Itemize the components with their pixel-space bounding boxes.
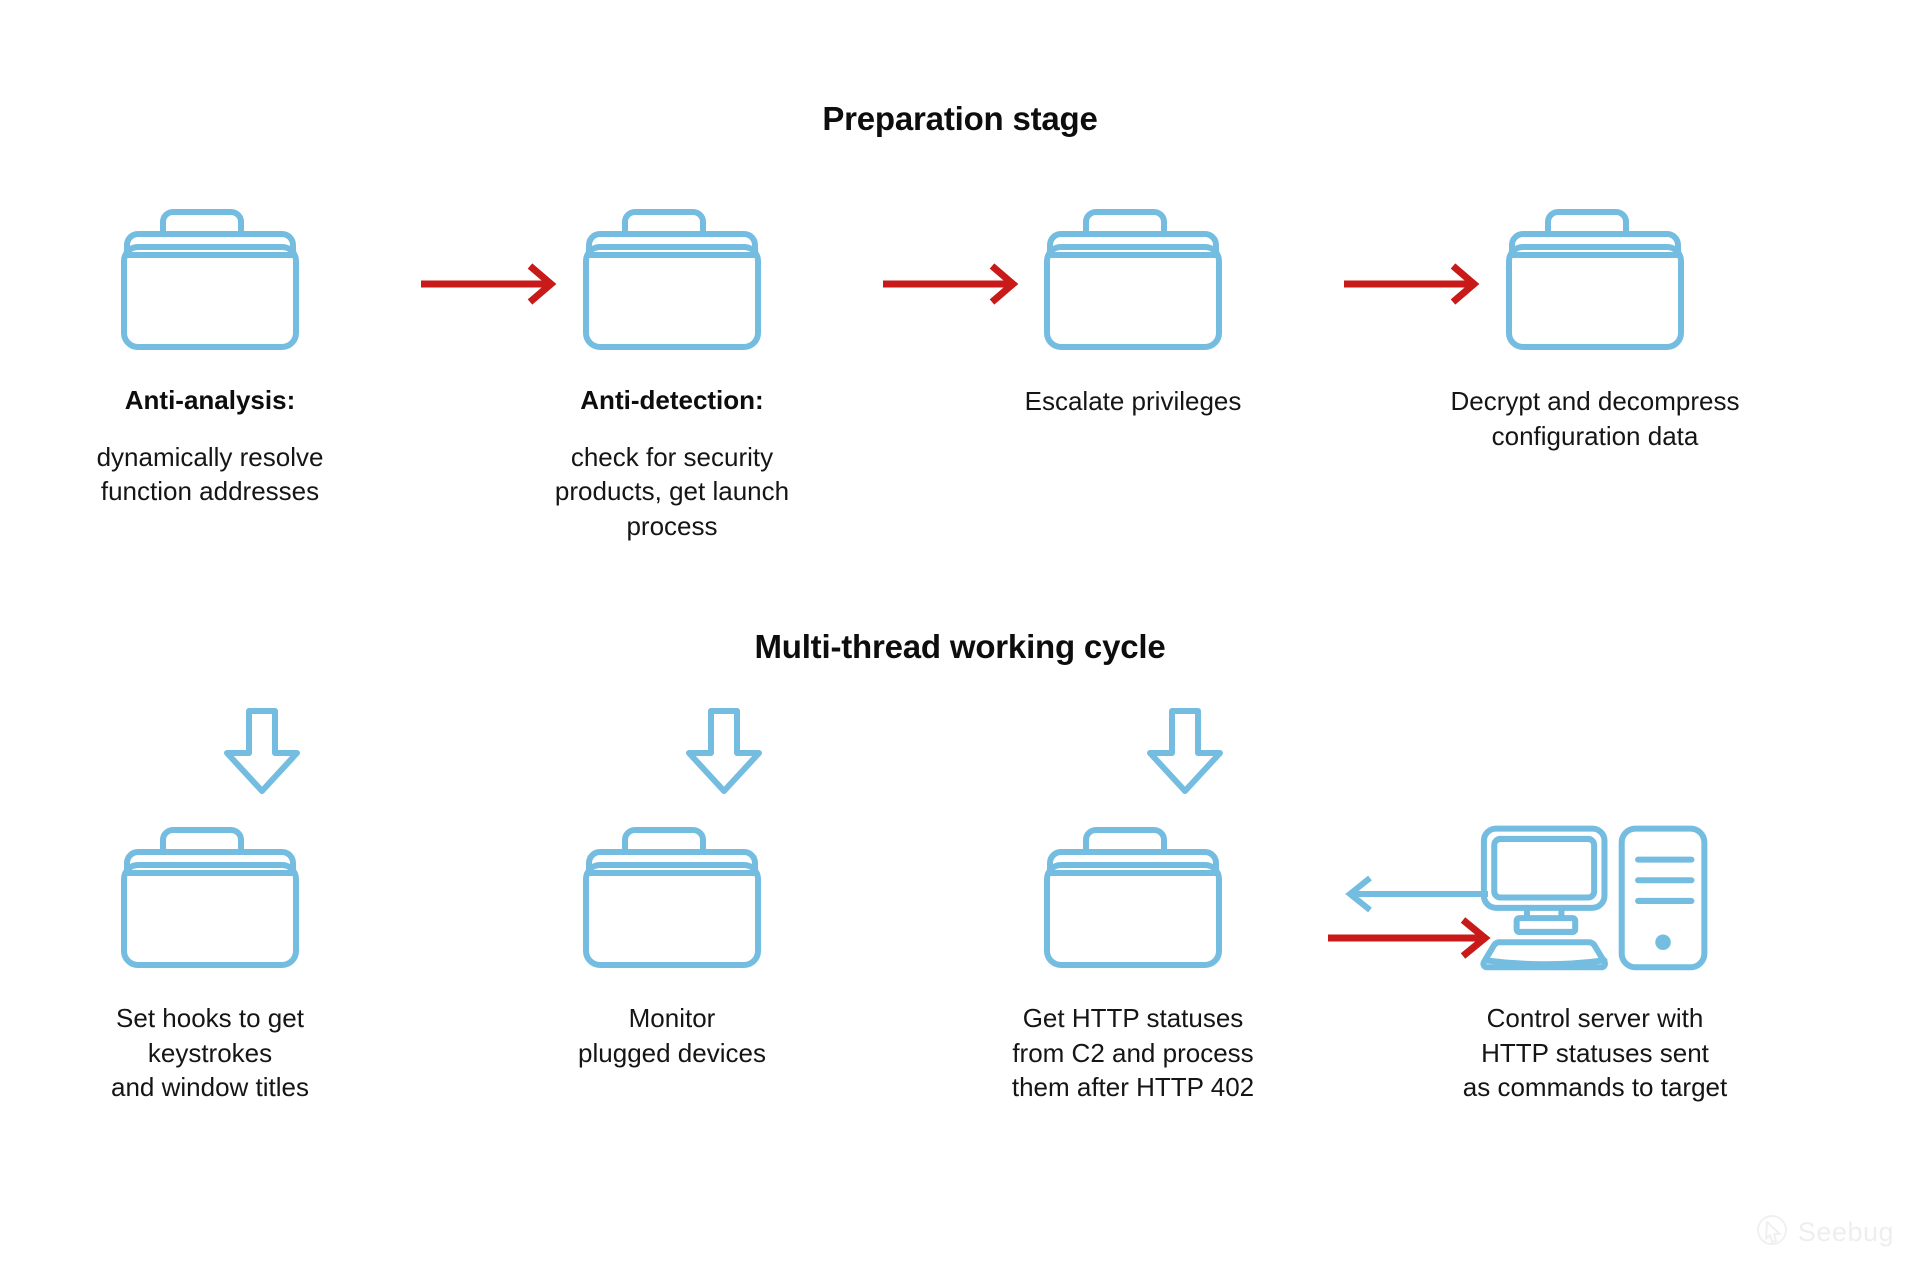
cycle-step-3-label: Get HTTP statuses from C2 and process th… xyxy=(1011,1003,1255,1103)
cycle-step-3: Get HTTP statuses from C2 and process th… xyxy=(968,820,1298,1105)
seebug-watermark: Seebug xyxy=(1755,1213,1894,1252)
folder-icon xyxy=(968,820,1298,975)
folder-icon xyxy=(507,820,837,975)
prep-step-1-label: dynamically resolve function addresses xyxy=(96,441,324,507)
arrow-right-icon xyxy=(1328,917,1491,959)
cycle-step-2-label: Monitor plugged devices xyxy=(578,1003,766,1068)
cycle-step-4: Control server with HTTP statuses sent a… xyxy=(1430,820,1760,1105)
prep-step-2-label: check for security products, get launch … xyxy=(554,441,790,541)
folder-icon xyxy=(1430,185,1760,360)
prep-step-4-label: Decrypt and decompress configuration dat… xyxy=(1450,386,1740,451)
folder-icon xyxy=(45,185,375,360)
arrow-down-icon xyxy=(1140,705,1230,800)
arrow-down-icon xyxy=(679,705,769,800)
prep-step-2: Anti-detection: check for security produ… xyxy=(507,185,837,544)
preparation-stage-title: Preparation stage xyxy=(822,100,1098,137)
seebug-watermark-text: Seebug xyxy=(1797,1217,1894,1247)
prep-connector-1 xyxy=(418,262,563,311)
prep-step-1: Anti-analysis: dynamically resolve funct… xyxy=(45,185,375,509)
cycle-connector-c2 xyxy=(1320,872,1510,967)
prep-step-2-heading: Anti-detection: xyxy=(580,385,764,415)
arrow-down-icon xyxy=(217,705,307,800)
folder-icon xyxy=(968,185,1298,360)
folder-icon xyxy=(507,185,837,360)
prep-step-1-heading: Anti-analysis: xyxy=(124,385,296,415)
seebug-cursor-icon xyxy=(1755,1213,1789,1252)
prep-step-3-label: Escalate privileges xyxy=(1024,386,1242,416)
cycle-step-1: Set hooks to get keystrokes and window t… xyxy=(45,820,375,1105)
prep-step-4: Decrypt and decompress configuration dat… xyxy=(1430,185,1760,453)
prep-connector-2 xyxy=(880,262,1025,311)
working-cycle-title: Multi-thread working cycle xyxy=(754,628,1166,665)
prep-connector-3 xyxy=(1341,262,1486,311)
prep-step-3: Escalate privileges xyxy=(968,185,1298,419)
folder-icon xyxy=(45,820,375,975)
arrow-left-icon xyxy=(1345,875,1488,913)
computer-server-icon xyxy=(1430,820,1760,975)
cycle-step-2: Monitor plugged devices xyxy=(507,820,837,1070)
cycle-step-1-label: Set hooks to get keystrokes and window t… xyxy=(111,1003,309,1103)
cycle-step-4-label: Control server with HTTP statuses sent a… xyxy=(1462,1003,1728,1103)
